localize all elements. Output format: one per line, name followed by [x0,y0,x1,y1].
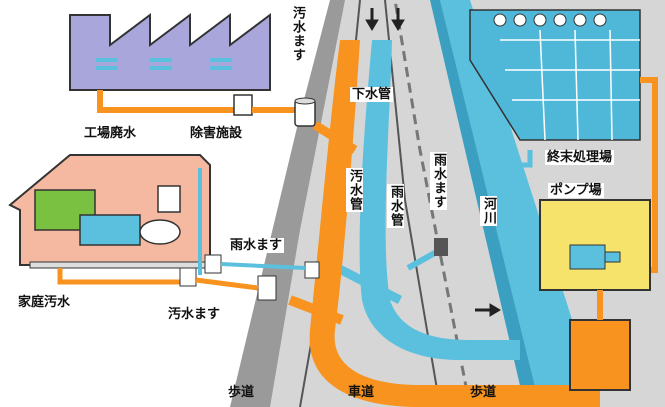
factory [69,13,300,116]
label-factory-wastewater: 工場廃水 [84,126,137,141]
label-treatment-plant: 終末処理場 [545,150,615,165]
label-sewage-inlet-top: 汚水ます [289,5,306,63]
label-household-wastewater: 家庭汚水 [18,295,71,310]
sewage-pipe [288,40,600,407]
label-sewage-inlet-bottom: 汚水ます [166,307,223,322]
label-roadway: 車道 [348,385,375,400]
label-sewer-pipe: 下水管 [350,87,394,102]
storm-inlet-grate [434,238,448,256]
label-storm-inlet-left: 雨水ます [228,238,285,253]
label-pump-station: ポンプ場 [548,183,604,198]
label-sidewalk-right: 歩道 [470,385,497,400]
inlets-bottom [179,254,320,301]
label-storm-pipe: 雨水管 [387,184,404,228]
house [8,154,211,285]
label-river: 河川 [480,196,497,226]
label-storm-inlet-right: 雨水ます [430,152,447,210]
label-sewage-pipe: 汚水管 [346,168,363,212]
pump-station [539,199,651,391]
label-sidewalk-left: 歩道 [228,385,255,400]
label-pretreatment-facility: 除害施設 [190,126,243,141]
inlet-top [294,97,316,127]
